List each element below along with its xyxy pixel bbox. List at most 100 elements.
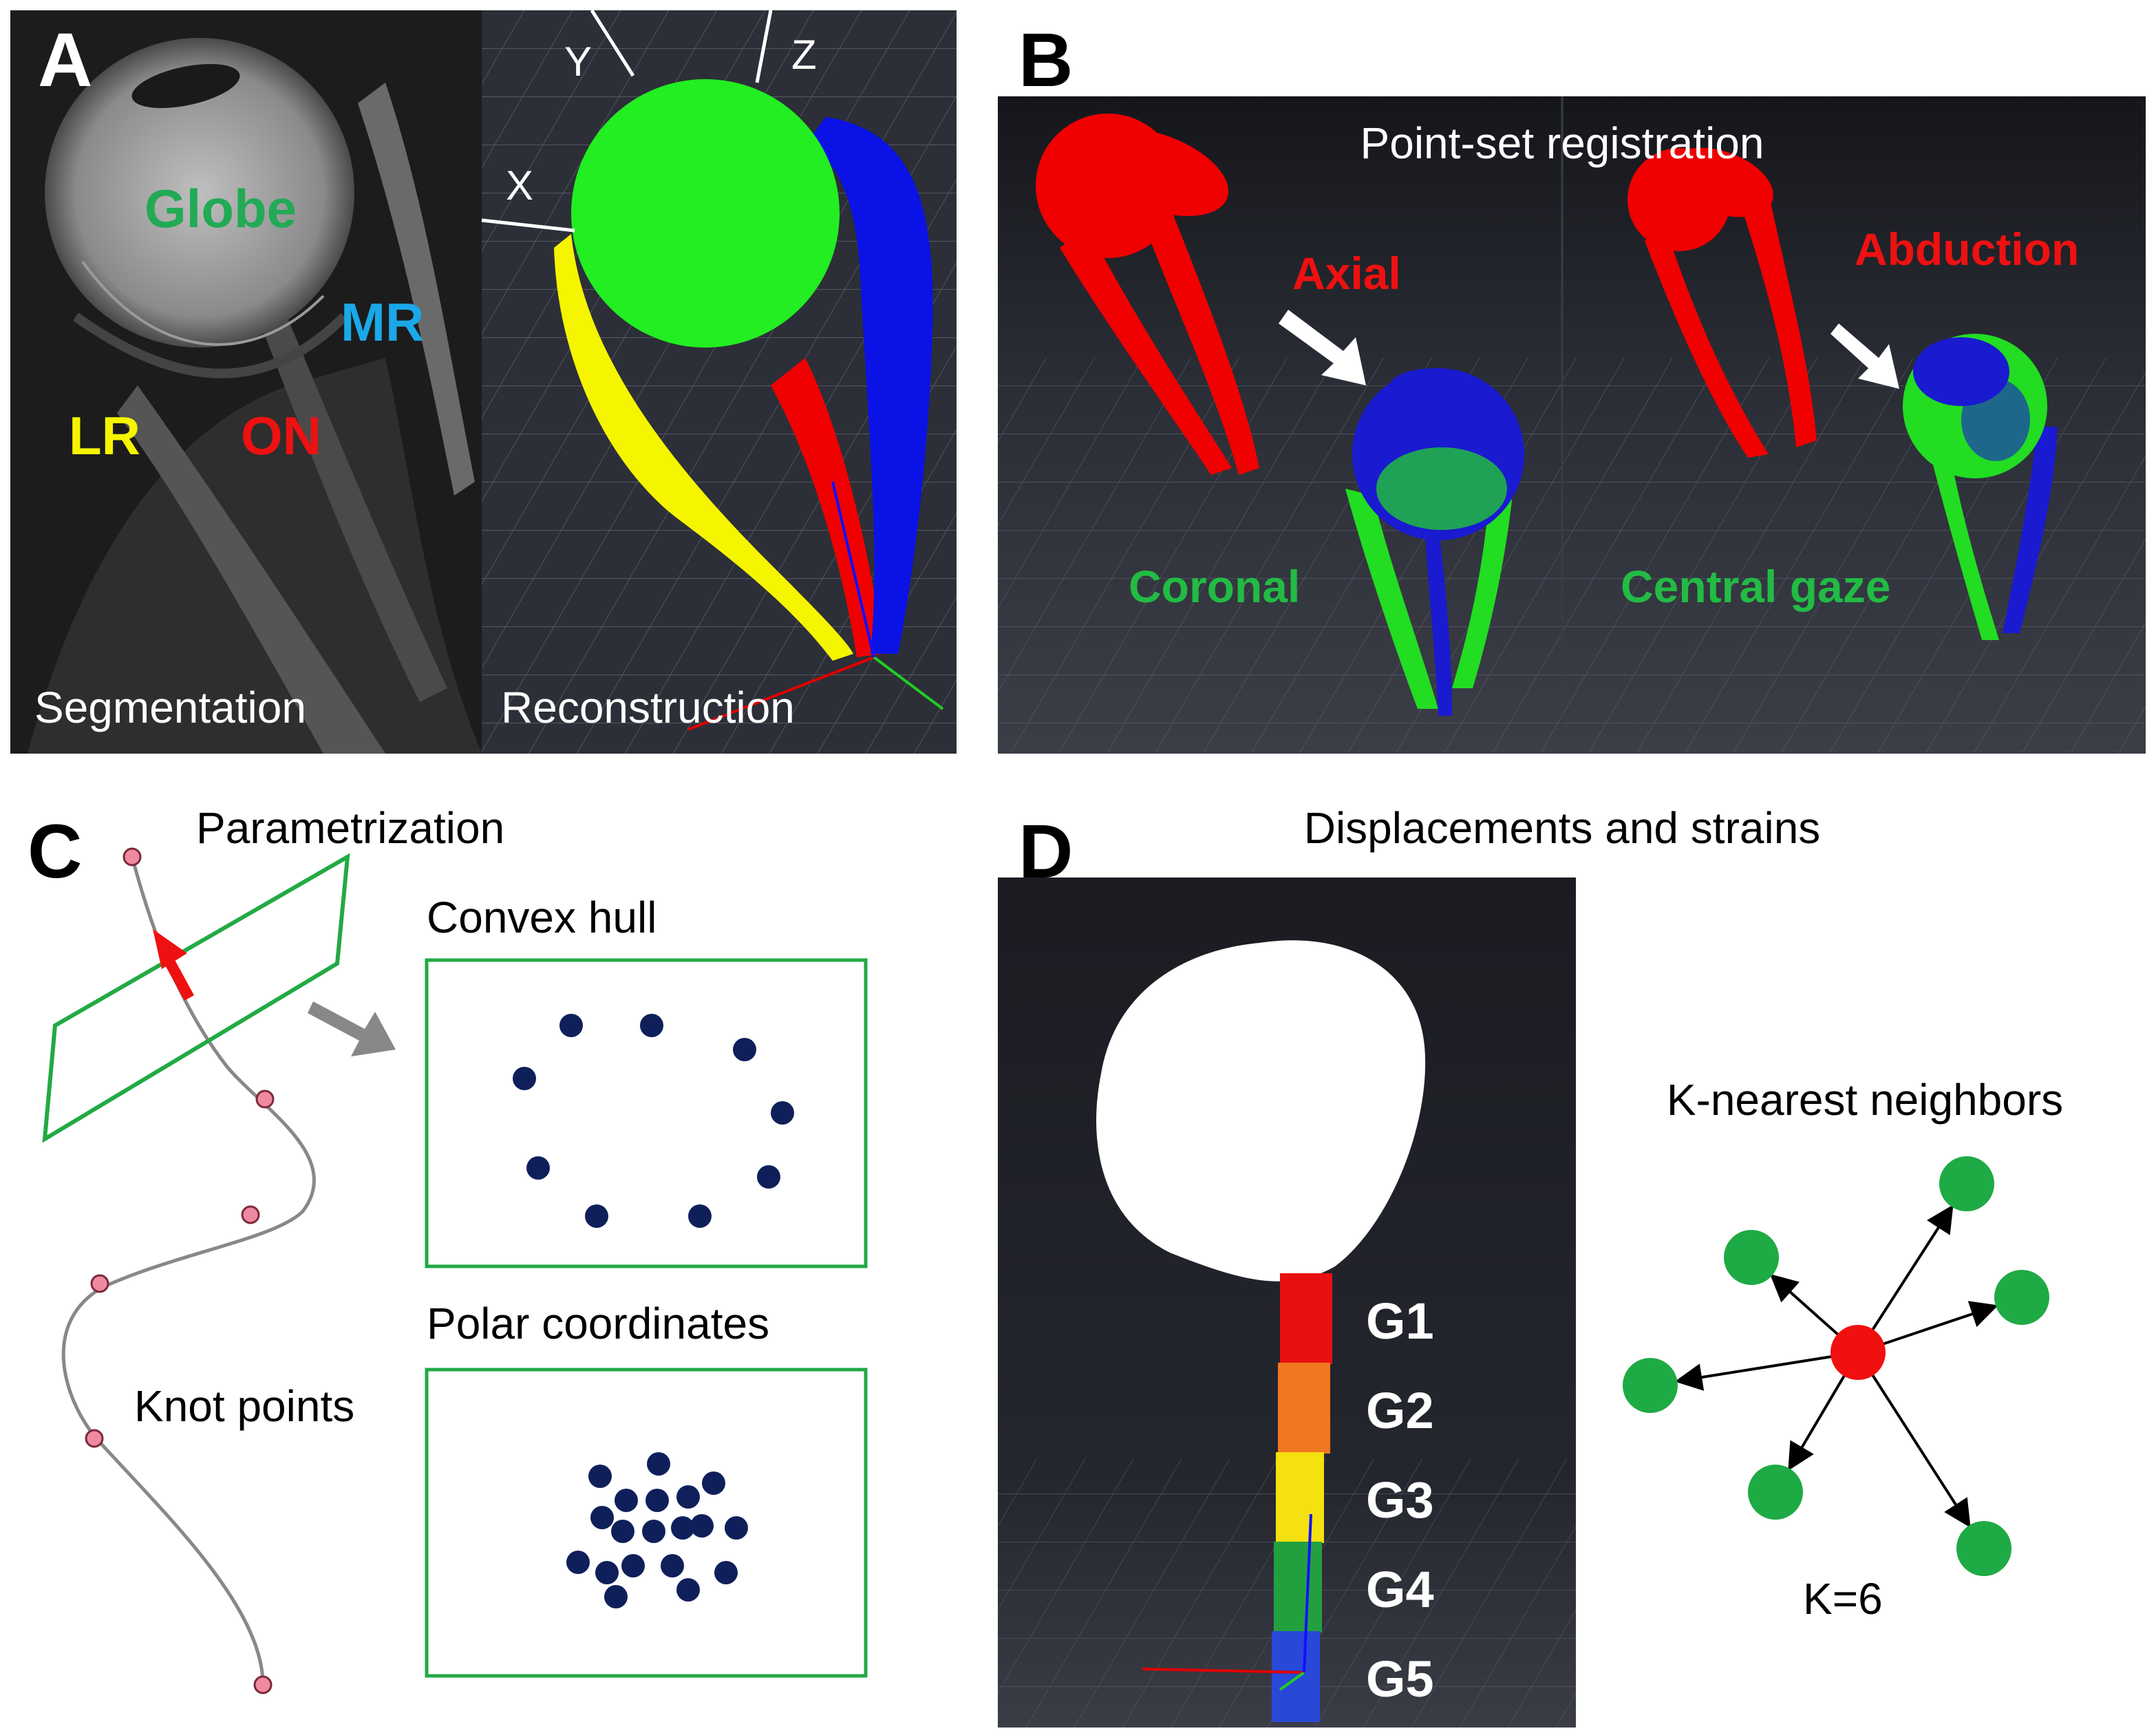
polar-point — [566, 1551, 590, 1574]
panel-b-title: Point-set registration — [1360, 118, 1764, 168]
nerve-segment-g2 — [1278, 1363, 1330, 1454]
hull-point — [757, 1165, 780, 1189]
tangent-arrow — [163, 957, 195, 1001]
mr-muscle — [805, 117, 933, 654]
knn-neighbor — [1956, 1521, 2011, 1576]
gray-arrow — [308, 1001, 396, 1056]
hull-point — [559, 1014, 583, 1037]
axis-y-label: Y — [564, 39, 592, 85]
knn-arrow — [1674, 1351, 1859, 1391]
knn-diagram — [1623, 1156, 2049, 1576]
caption-reconstruction: Reconstruction — [501, 683, 795, 732]
caption-segmentation: Segmentation — [34, 683, 306, 732]
mri-image — [10, 10, 482, 754]
knn-neighbor — [1748, 1465, 1803, 1520]
lr-muscle — [554, 234, 853, 661]
label-globe: Globe — [145, 178, 297, 239]
arrow-right-b — [1831, 323, 1899, 389]
axis-x-label: X — [506, 162, 533, 209]
reconstruction-view — [481, 9, 957, 754]
mri-globe — [45, 38, 354, 348]
hull-point — [526, 1156, 550, 1180]
group-label-g3: G3 — [1366, 1471, 1434, 1529]
polar-point — [725, 1516, 748, 1540]
panel-c: C Parametrization Knot points Convex hul… — [28, 803, 868, 1694]
panel-b-letter: B — [1018, 18, 1073, 103]
polar-point — [642, 1520, 665, 1543]
tangent-arrow-head — [153, 929, 187, 969]
polar-point — [588, 1465, 612, 1488]
label-abduction: Abduction — [1855, 224, 2079, 275]
hull-point — [640, 1014, 663, 1037]
label-knot-points: Knot points — [134, 1381, 354, 1431]
knn-query-point — [1831, 1325, 1886, 1380]
polar-point — [661, 1554, 684, 1577]
hull-point — [513, 1067, 536, 1090]
panel-a: A Globe MR LR ON Segmentation Reconstruc… — [10, 9, 957, 754]
group-label-g4: G4 — [1366, 1561, 1434, 1618]
label-central-gaze: Central gaze — [1621, 561, 1890, 612]
panel-c-title: Parametrization — [196, 803, 504, 853]
group-label-g5: G5 — [1366, 1650, 1434, 1708]
label-lr: LR — [69, 405, 140, 466]
axial-red-model — [1036, 114, 1259, 475]
label-coronal: Coronal — [1129, 561, 1300, 612]
knn-neighbor — [1994, 1270, 2049, 1325]
group-label-g1: G1 — [1366, 1293, 1434, 1350]
panel-a-letter: A — [38, 18, 92, 103]
knn-title: K-nearest neighbors — [1667, 1075, 2063, 1125]
knn-neighbor — [1939, 1156, 1994, 1211]
polar-point — [647, 1452, 670, 1476]
panel-b: B — [998, 18, 2146, 754]
knn-neighbor — [1724, 1230, 1779, 1285]
group-label-g2: G2 — [1366, 1382, 1434, 1439]
polar-point — [645, 1489, 669, 1512]
knn-arrow — [1857, 1204, 1954, 1354]
knn-arrow — [1857, 1351, 1971, 1528]
abduction-red-model — [1627, 147, 1817, 458]
hull-point — [733, 1038, 756, 1061]
white-globe — [1096, 940, 1426, 1282]
convex-hull-points — [513, 1014, 794, 1228]
polar-point — [676, 1578, 700, 1602]
label-on: ON — [241, 405, 321, 466]
globe-sphere — [571, 79, 840, 348]
hull-point — [688, 1204, 712, 1228]
polar-point — [615, 1489, 638, 1512]
knot-points — [85, 847, 275, 1694]
polar-point — [702, 1471, 725, 1495]
polar-point — [604, 1585, 628, 1608]
knn-neighbor — [1623, 1358, 1678, 1413]
polar-point — [590, 1506, 614, 1529]
centerline-curve — [61, 856, 316, 1683]
label-convex-hull: Convex hull — [427, 893, 657, 942]
polar-points — [566, 1452, 748, 1608]
label-axial: Axial — [1292, 248, 1401, 299]
cutting-plane — [42, 853, 350, 1143]
nerve-segment-g4 — [1274, 1542, 1322, 1633]
coronal-overlay-model — [1345, 368, 1524, 716]
polar-point — [671, 1516, 694, 1540]
polar-point — [714, 1561, 738, 1584]
axis-z-label: Z — [791, 32, 817, 78]
nerve-segment-g3 — [1276, 1452, 1324, 1543]
hull-point — [585, 1204, 608, 1228]
nerve-segment-g1 — [1280, 1273, 1332, 1364]
polar-point — [611, 1520, 634, 1543]
nerve-segment-g5 — [1272, 1631, 1320, 1722]
polar-point — [690, 1514, 714, 1538]
polar-point — [595, 1561, 619, 1584]
panel-c-letter: C — [28, 809, 82, 894]
central-gaze-overlay-model — [1903, 334, 2058, 640]
hull-point — [771, 1101, 794, 1125]
label-polar-coordinates: Polar coordinates — [427, 1299, 769, 1348]
knn-k-label: K=6 — [1803, 1574, 1883, 1624]
panel-d-title: Displacements and strains — [1304, 803, 1821, 853]
nerve-segments — [1272, 1273, 1332, 1722]
polar-point — [621, 1554, 645, 1577]
arrow-left-b — [1279, 310, 1366, 385]
label-mr: MR — [341, 292, 424, 352]
convex-hull-box — [425, 958, 868, 1268]
